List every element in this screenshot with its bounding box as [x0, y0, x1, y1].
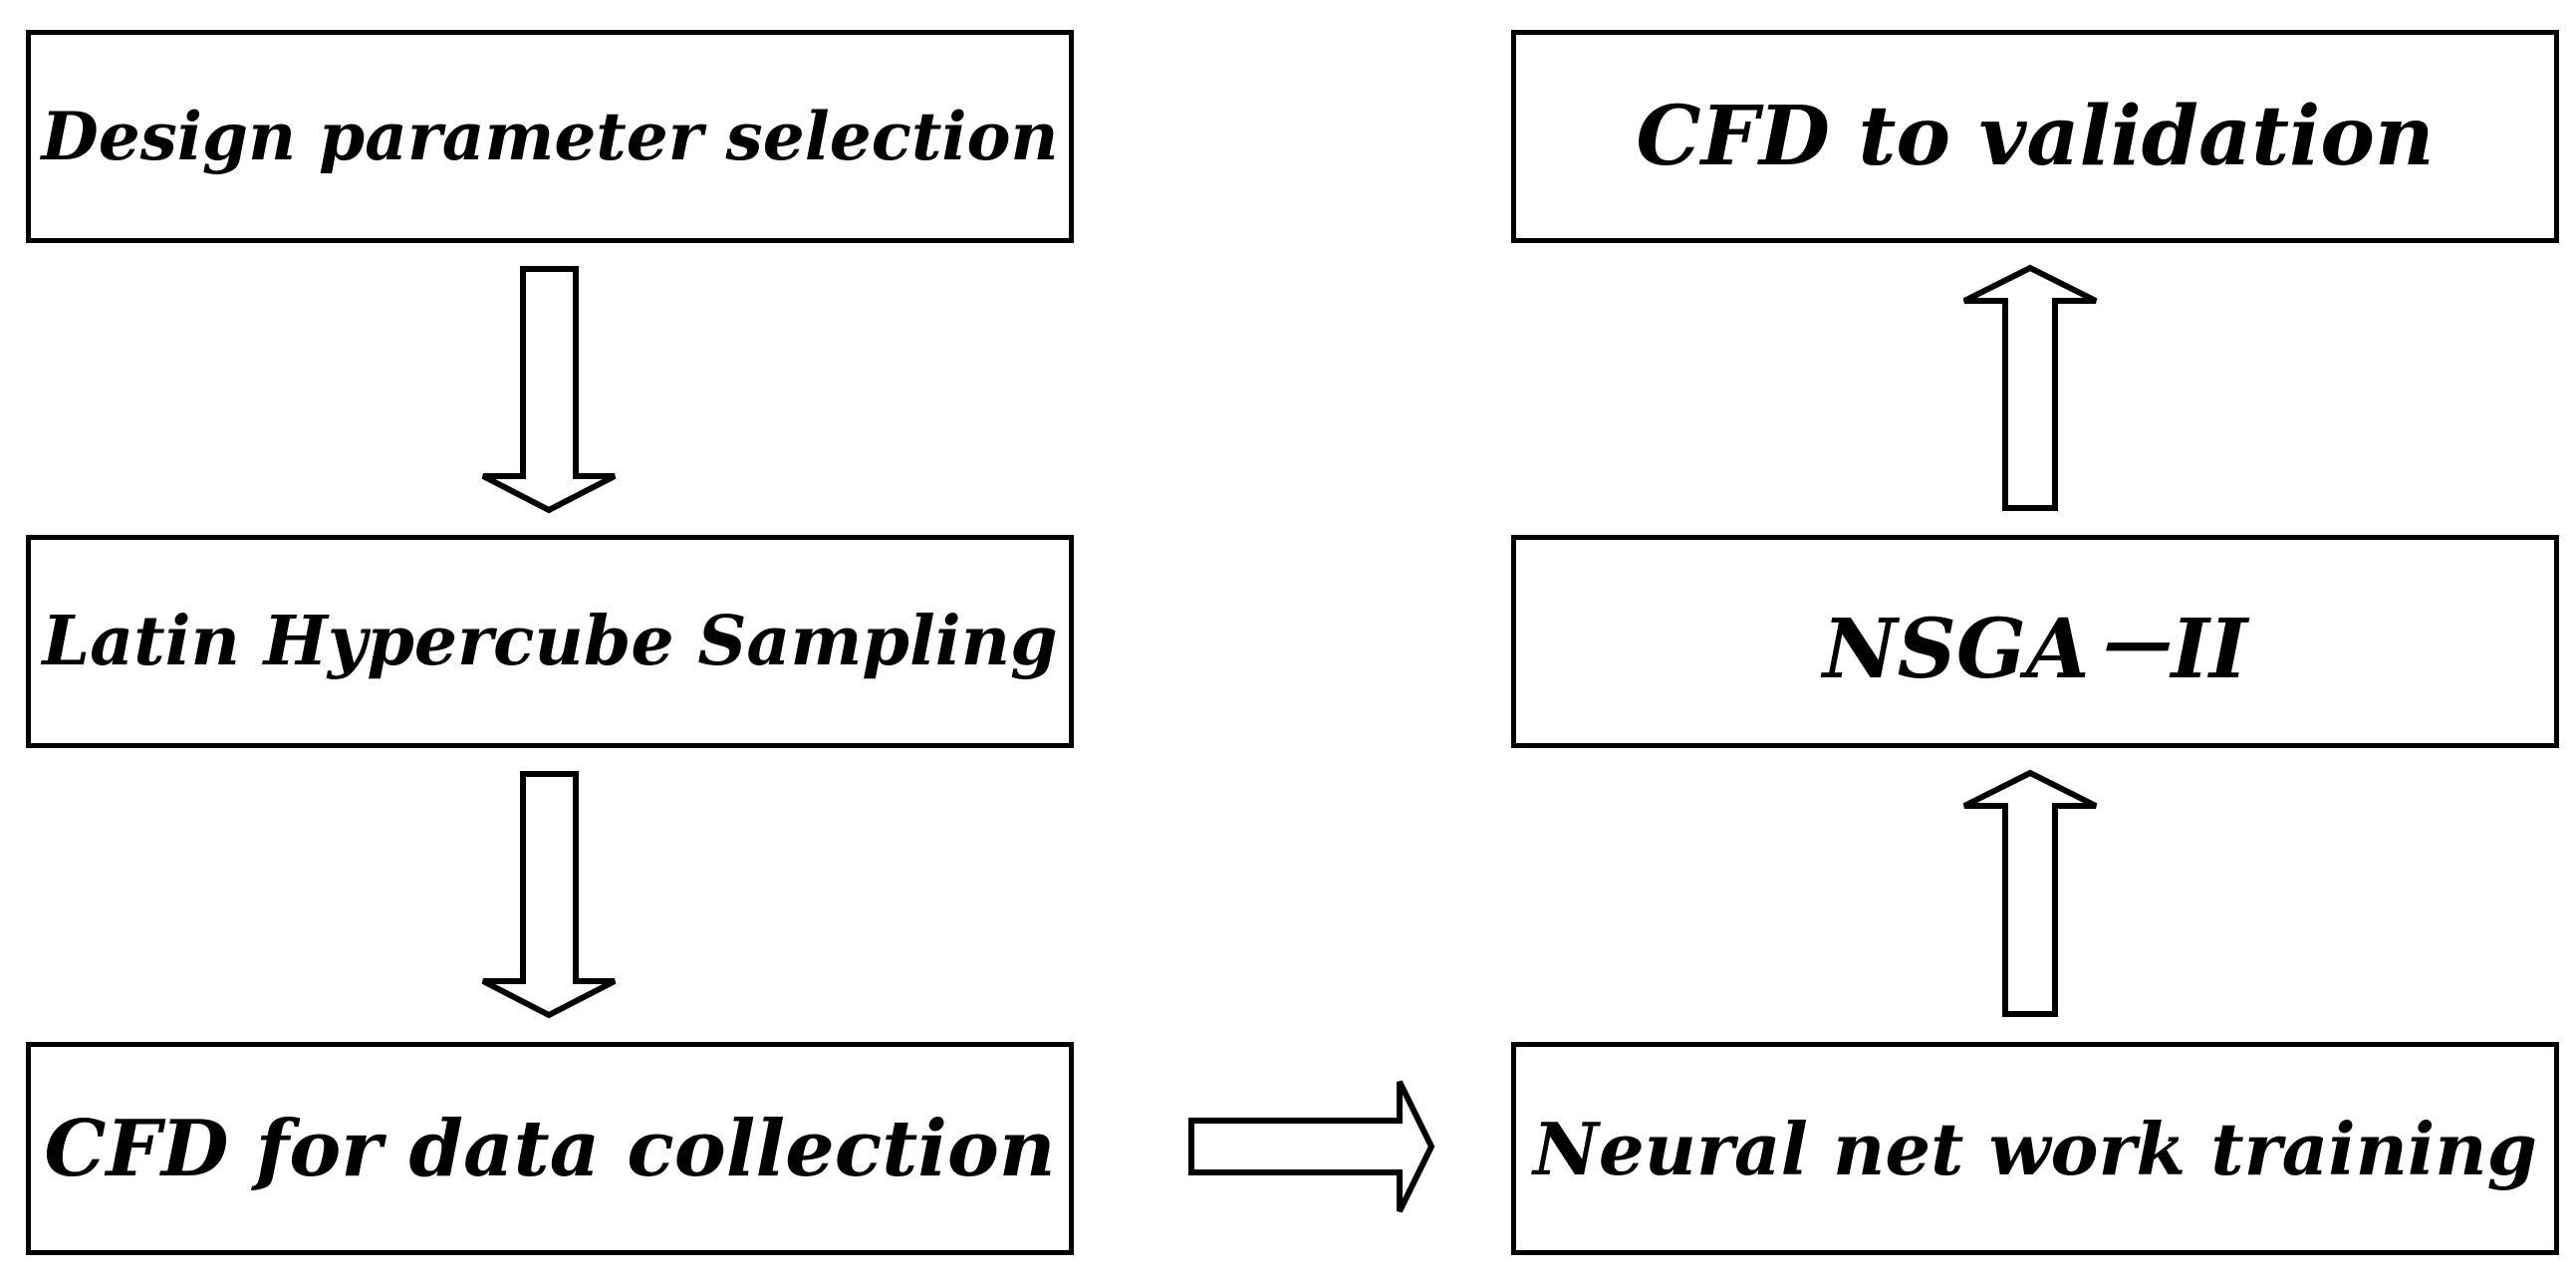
arrow-down-icon [481, 266, 617, 514]
node-label: Latin Hypercube Sampling [42, 602, 1058, 681]
node-design-parameter-selection: Design parameter selection [26, 30, 1074, 243]
node-latin-hypercube-sampling: Latin Hypercube Sampling [26, 535, 1074, 748]
arrow-up-icon [1962, 769, 2098, 1017]
node-label: CFD to validation [1636, 89, 2435, 184]
node-neural-net-work-training: Neural net work training [1511, 1042, 2559, 1255]
node-label: CFD for data collection [44, 1103, 1056, 1194]
node-cfd-for-data-collection: CFD for data collection [26, 1042, 1074, 1255]
arrow-right-icon [1188, 1080, 1435, 1213]
node-label: Design parameter selection [41, 98, 1059, 175]
node-nsga-ii: NSGA－II [1511, 535, 2559, 748]
node-cfd-to-validation: CFD to validation [1511, 30, 2559, 243]
node-label: Neural net work training [1533, 1106, 2537, 1191]
node-label: NSGA－II [1822, 601, 2248, 697]
arrow-up-icon [1962, 264, 2098, 511]
arrow-down-icon [481, 771, 617, 1019]
